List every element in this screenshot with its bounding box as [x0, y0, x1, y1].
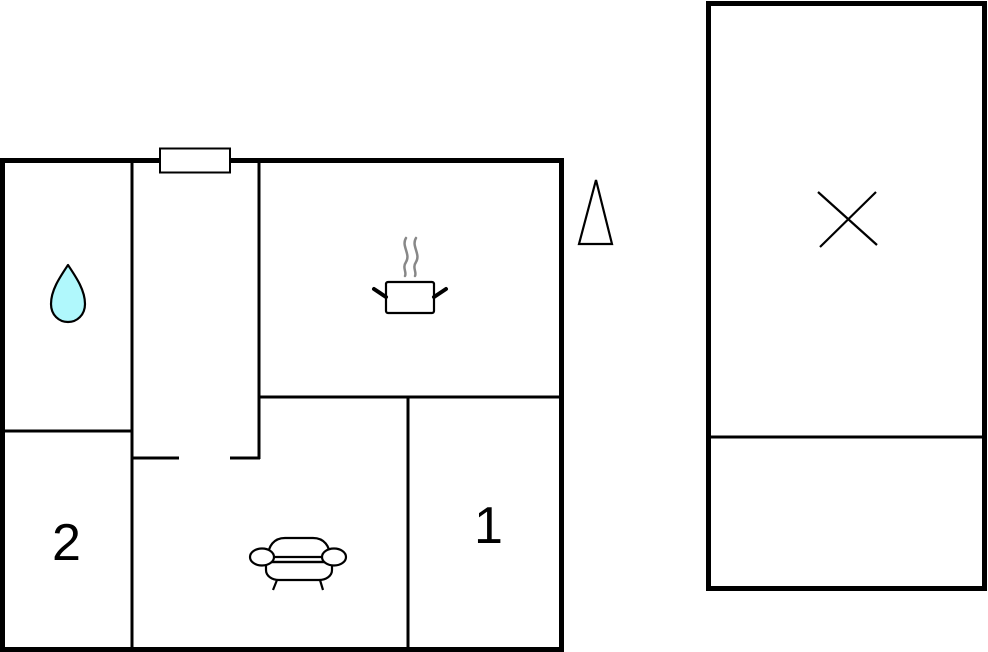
sofa-icon [248, 536, 348, 591]
room-label-bedroom-1: 1 [474, 497, 503, 555]
water-drop-icon [49, 263, 87, 324]
room-label-bedroom-2: 2 [52, 514, 81, 572]
north-arrow-icon [577, 179, 614, 246]
window [159, 147, 231, 174]
cooking-pot-icon [372, 236, 448, 315]
annex-outer-wall [706, 1, 987, 591]
house-outer-wall [0, 158, 564, 652]
x-mark-icon [817, 191, 878, 248]
